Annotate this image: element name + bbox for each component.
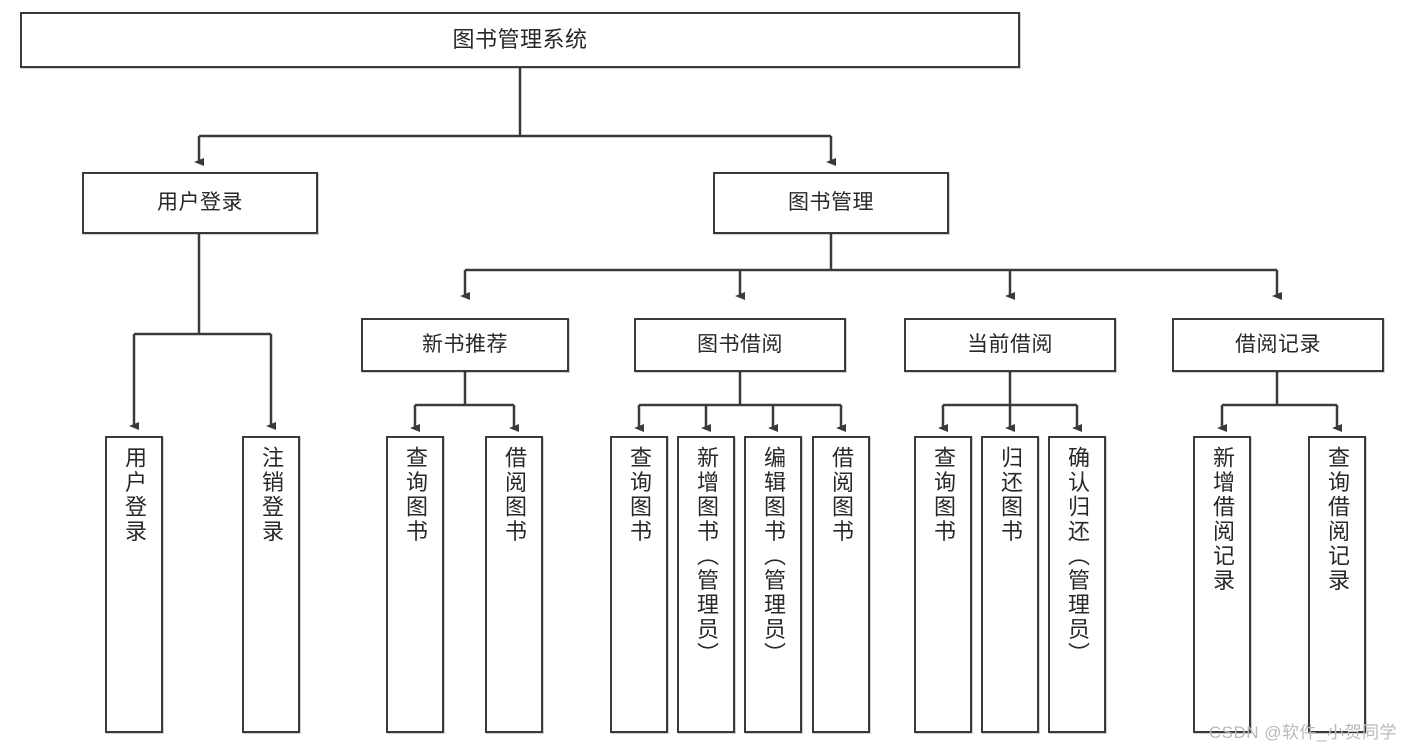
- node-current-borrow[interactable]: 当前借阅: [904, 318, 1116, 372]
- node-leaf-logout[interactable]: 注销登录: [242, 436, 300, 733]
- node-leaf-query-book-1[interactable]: 查询图书: [386, 436, 444, 733]
- node-leaf-query-book-2[interactable]: 查询图书: [610, 436, 668, 733]
- node-current-borrow-label: 当前借阅: [967, 332, 1053, 356]
- node-leaf-user-login-label: 用户登录: [122, 446, 147, 544]
- node-leaf-confirm-return[interactable]: 确认归还（管理员）: [1048, 436, 1106, 733]
- node-leaf-borrow-book-2-label: 借阅图书: [829, 446, 854, 544]
- node-leaf-add-record-label: 新增借阅记录: [1210, 446, 1235, 593]
- node-leaf-add-book[interactable]: 新增图书（管理员）: [677, 436, 735, 733]
- node-new-book-rec[interactable]: 新书推荐: [361, 318, 569, 372]
- node-user-login[interactable]: 用户登录: [82, 172, 318, 234]
- node-book-manage-label: 图书管理: [788, 190, 874, 214]
- node-new-book-rec-label: 新书推荐: [422, 332, 508, 356]
- node-book-manage[interactable]: 图书管理: [713, 172, 949, 234]
- node-root[interactable]: 图书管理系统: [20, 12, 1020, 68]
- node-leaf-edit-book-label: 编辑图书（管理员）: [761, 446, 786, 667]
- node-leaf-add-record[interactable]: 新增借阅记录: [1193, 436, 1251, 733]
- node-root-label: 图书管理系统: [452, 27, 588, 53]
- node-leaf-query-record[interactable]: 查询借阅记录: [1308, 436, 1366, 733]
- node-book-borrow-label: 图书借阅: [697, 332, 783, 356]
- node-leaf-add-book-label: 新增图书（管理员）: [694, 446, 719, 667]
- node-leaf-return-book[interactable]: 归还图书: [981, 436, 1039, 733]
- node-leaf-query-book-3-label: 查询图书: [931, 446, 956, 544]
- node-leaf-query-book-1-label: 查询图书: [403, 446, 428, 544]
- node-leaf-logout-label: 注销登录: [259, 446, 284, 544]
- watermark: CSDN @软件_小贺同学: [1208, 723, 1397, 742]
- node-book-borrow[interactable]: 图书借阅: [634, 318, 846, 372]
- node-leaf-borrow-book-2[interactable]: 借阅图书: [812, 436, 870, 733]
- node-leaf-query-record-label: 查询借阅记录: [1325, 446, 1350, 593]
- node-leaf-query-book-3[interactable]: 查询图书: [914, 436, 972, 733]
- node-borrow-record[interactable]: 借阅记录: [1172, 318, 1384, 372]
- node-leaf-edit-book[interactable]: 编辑图书（管理员）: [744, 436, 802, 733]
- node-borrow-record-label: 借阅记录: [1235, 332, 1321, 356]
- node-leaf-query-book-2-label: 查询图书: [627, 446, 652, 544]
- node-leaf-user-login[interactable]: 用户登录: [105, 436, 163, 733]
- node-user-login-label: 用户登录: [157, 190, 243, 214]
- node-leaf-borrow-book-1[interactable]: 借阅图书: [485, 436, 543, 733]
- node-leaf-return-book-label: 归还图书: [998, 446, 1023, 544]
- node-leaf-borrow-book-1-label: 借阅图书: [502, 446, 527, 544]
- node-leaf-confirm-return-label: 确认归还（管理员）: [1065, 446, 1090, 667]
